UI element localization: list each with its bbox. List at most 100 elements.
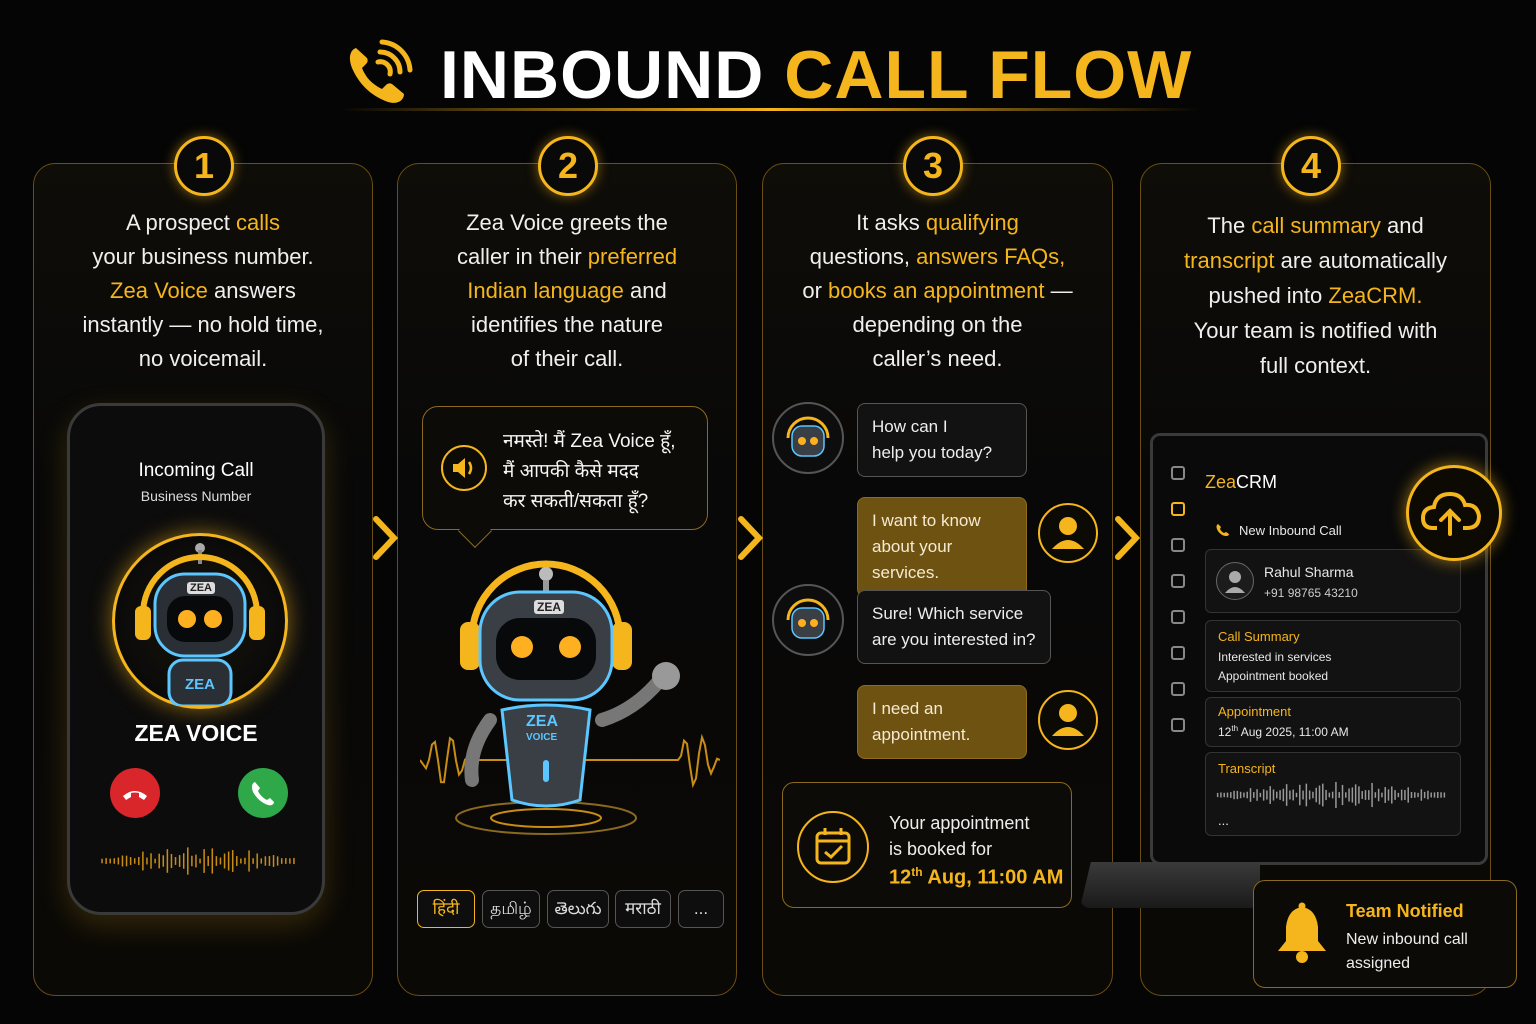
reports-icon[interactable] [1171,646,1185,660]
description-text: instantly — no hold time, [82,312,324,337]
tasks-icon[interactable] [1171,610,1185,624]
description-text: caller in their [456,244,588,269]
description-text: your business number. [92,244,314,269]
highlight-text: qualifying [925,210,1019,235]
cloud-upload-icon [1406,465,1502,561]
description-line: caller’s need. [763,342,1112,376]
message-line: How can I [872,417,948,436]
phone-icon [1216,524,1229,536]
bot-avatar [772,402,844,474]
transcript-card[interactable]: Transcript ... [1205,752,1461,836]
user-message: I want to know about your services. [857,497,1027,597]
description-text: Zea Voice greets the [466,210,668,235]
description-line: of their call. [398,342,736,376]
robot-chest-badge: ZEA [526,713,558,730]
highlight-text: books an appointment [828,278,1045,303]
description-text: identifies the nature [470,312,664,337]
robot-mascot: ZEA ZEA VOICE [419,560,721,840]
language-hindi[interactable]: हिंदी [417,890,475,928]
contact-name: Rahul Sharma [1264,564,1354,580]
call-summary-card[interactable]: Call Summary Interested in services Appo… [1205,620,1461,692]
step-1-number: 1 [174,136,234,196]
language-marathi[interactable]: मराठी [615,890,671,928]
robot-avatar: ZEA ZEA [112,533,288,709]
robot-icon [786,416,830,457]
transcript-more: ... [1218,813,1229,828]
description-text: of their call. [510,346,624,371]
greeting-line: कर सकती/सकता हूँ? [503,491,649,512]
contact-card[interactable]: Rahul Sharma +91 98765 43210 [1205,549,1461,613]
description-text: The [1207,213,1252,238]
title-white: INBOUND [440,37,765,113]
user-avatar [1038,690,1098,750]
appointment-day-suffix: th [1231,724,1239,733]
bell-icon [1278,902,1326,963]
appointment-line-1: Your appointment [889,813,1030,833]
robot-head-badge: ZEA [534,600,564,614]
contacts-icon[interactable] [1171,538,1185,552]
messages-icon[interactable] [1171,682,1185,696]
user-icon [1052,517,1084,549]
team-line-2: assigned [1346,955,1411,972]
description-line: identifies the nature [398,308,736,342]
description-line: questions, answers FAQs, [763,240,1112,274]
new-call-header: New Inbound Call [1205,510,1461,548]
description-line: Indian language and [398,274,736,308]
crm-laptop: ZeaCRM New Inbound Call Rahul Sharma +91… [1150,433,1488,865]
settings-icon[interactable] [1171,718,1185,732]
calendar-check-icon [797,811,869,883]
title-underline [340,108,1200,111]
new-call-label: New Inbound Call [1239,523,1342,538]
caller-name: ZEA VOICE [134,720,258,746]
user-avatar [1038,503,1098,563]
appointment-day: 12 [889,866,912,889]
description-text: are automatically [1274,248,1447,273]
description-text: depending on the [852,312,1023,337]
description-line: instantly — no hold time, [34,308,372,342]
hang-up-icon [123,791,147,800]
description-line: full context. [1141,348,1490,383]
chevron-right-icon [373,516,399,560]
appointment-line-2: is booked for [889,839,993,859]
step-3-description: It asks qualifying questions, answers FAQ… [763,206,1112,376]
title-gold: CALL FLOW [784,37,1193,113]
appointment-time: Aug, 11:00 AM [922,866,1064,889]
message-line: help you today? [872,443,993,462]
message-line: Sure! Which service [872,604,1024,623]
header: INBOUND CALL FLOW [0,28,1536,118]
step-3-number: 3 [903,136,963,196]
bot-message: How can I help you today? [857,403,1027,477]
home-icon[interactable] [1171,502,1185,516]
more-languages-button[interactable]: ... [678,890,724,928]
sidebar-icon[interactable] [1171,466,1185,480]
appointment-time: Aug 2025, 11:00 AM [1238,725,1349,739]
language-telugu[interactable]: తెలుగు [547,890,609,928]
appointment-card[interactable]: Appointment 12th Aug 2025, 11:00 AM [1205,697,1461,747]
decline-call-button[interactable] [110,768,160,818]
calendar-icon[interactable] [1171,574,1185,588]
description-text: no voicemail. [138,346,268,371]
description-text: answers [207,278,296,303]
message-line: I need an [872,699,943,718]
language-tamil[interactable]: தமிழ் [482,890,540,928]
team-notified-card: Team Notified New inbound call assigned [1253,880,1517,988]
page-title: INBOUND CALL FLOW [440,36,1192,114]
business-number-label: Business Number [140,488,252,504]
description-text: It asks [856,210,926,235]
smartphone: Incoming Call Business Number ZEA ZEA ZE… [67,403,325,915]
team-notified-title: Team Notified [1346,901,1464,921]
accept-call-button[interactable] [238,768,288,818]
message-line: are you interested in? [872,630,1036,649]
transcript-title: Transcript [1218,761,1276,776]
step-2-number: 2 [538,136,598,196]
description-text: or [802,278,829,303]
team-notified-text: New inbound call assigned [1346,928,1468,976]
message-line: appointment. [872,725,971,744]
description-line: Your team is notified with [1141,313,1490,348]
laptop-base [1080,862,1260,908]
highlight-text: Zea Voice [110,278,208,303]
description-text: full context. [1259,353,1372,378]
